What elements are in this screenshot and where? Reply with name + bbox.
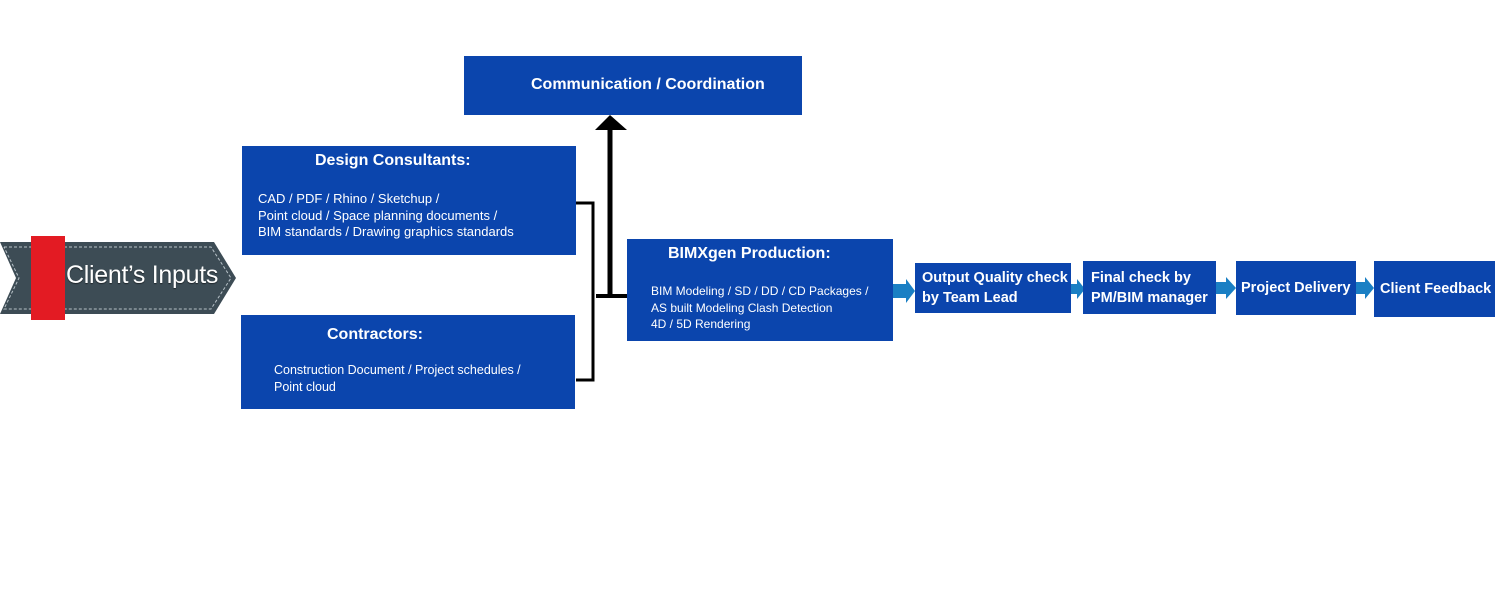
- design-consultants-title: Design Consultants:: [315, 152, 471, 169]
- production-line: BIM Modeling / SD / DD / CD Packages /: [651, 284, 869, 298]
- quality-check-box: Output Quality check by Team Lead: [915, 263, 1071, 313]
- quality-check-line: by Team Lead: [922, 290, 1018, 306]
- production-line: AS built Modeling Clash Detection: [651, 300, 833, 315]
- design-consultants-text: CAD / PDF / Rhino / Sketchup / Point clo…: [258, 191, 514, 241]
- contractors-title: Contractors:: [327, 326, 424, 343]
- production-title: BIMXgen Production:: [668, 245, 831, 262]
- client-feedback-label: Client Feedback: [1380, 281, 1492, 297]
- communication-box: Communication / Coordination: [464, 56, 802, 115]
- client-feedback-box: Client Feedback: [1374, 261, 1495, 317]
- flow-arrow-1: [893, 279, 915, 303]
- final-check-label: Final check by PM/BIM manager: [1091, 268, 1208, 308]
- banner-red-tab: [31, 236, 65, 320]
- contractors-line: Point cloud: [274, 379, 336, 394]
- banner-stitch-top: [3, 246, 232, 310]
- final-check-line: Final check by: [1091, 269, 1191, 286]
- contractors-line: Construction Document / Project schedule…: [274, 363, 521, 377]
- production-text: BIM Modeling / SD / DD / CD Packages / A…: [651, 283, 868, 333]
- design-consultants-line: Point cloud / Space planning documents /: [258, 207, 498, 223]
- up-arrow-head: [595, 115, 627, 130]
- final-check-box: Final check by PM/BIM manager: [1083, 261, 1216, 314]
- quality-check-label: Output Quality check by Team Lead: [922, 268, 1068, 308]
- production-line: 4D / 5D Rendering: [651, 317, 751, 331]
- project-delivery-label: Project Delivery: [1241, 280, 1351, 296]
- final-check-line: PM/BIM manager: [1091, 289, 1208, 306]
- contractors-text: Construction Document / Project schedule…: [274, 362, 521, 395]
- bracket-connector: [576, 201, 595, 382]
- flow-arrow-2: [1071, 279, 1085, 299]
- project-delivery-box: Project Delivery: [1236, 261, 1356, 315]
- communication-title: Communication / Coordination: [531, 76, 765, 93]
- production-box: BIMXgen Production: BIM Modeling / SD / …: [627, 239, 893, 341]
- design-consultants-box: Design Consultants: CAD / PDF / Rhino / …: [242, 146, 576, 255]
- design-consultants-line: CAD / PDF / Rhino / Sketchup /: [258, 191, 440, 206]
- flow-arrow-4: [1356, 277, 1374, 299]
- client-inputs-label: Client’s Inputs: [66, 261, 219, 289]
- design-consultants-line: BIM standards / Drawing graphics standar…: [258, 224, 514, 239]
- quality-check-line: Output Quality check: [922, 270, 1068, 286]
- client-inputs-banner: [0, 236, 236, 320]
- flow-arrow-3: [1216, 277, 1236, 299]
- contractors-box: Contractors: Construction Document / Pro…: [241, 315, 575, 409]
